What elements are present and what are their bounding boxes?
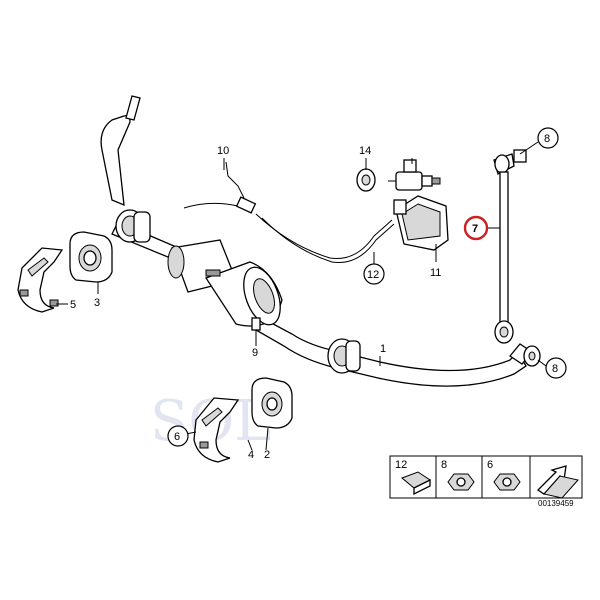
label-part-1: 1 [380,343,386,355]
valve-fitting [388,159,441,191]
circled-labels: 12 6 7 8 8 [167,127,567,447]
stabilizer-bar [100,95,533,387]
sensor-11 [393,195,449,251]
leader-lines [56,141,547,451]
label-part-2: 2 [264,449,270,461]
callout-8-bottom: 8 [545,357,567,379]
part-labels: 1 2 3 4 5 9 10 11 8 14 [70,145,441,461]
callout-6: 6 [167,425,189,447]
callout-7-highlighted: 7 [463,215,489,241]
svg-text:6: 6 [174,431,180,443]
arrow-icon [536,465,579,499]
label-part-3: 3 [94,297,100,309]
sensor-cable-10 [183,161,395,264]
label-part-4: 4 [248,449,254,461]
clamp-bracket-4 [193,397,240,463]
diagram-reference-number: 00139459 [538,499,574,508]
label-part-10: 10 [217,145,229,157]
svg-text:8: 8 [544,133,550,145]
svg-text:8: 8 [552,363,558,375]
bushing-block-2 [251,377,293,429]
clip-icon [401,471,431,496]
hex-nut-top [513,149,527,163]
label-part-9: 9 [252,347,258,359]
hex-nut-bottom [523,345,541,367]
svg-text:7: 7 [472,223,478,235]
svg-text:12: 12 [367,269,379,281]
legend-item-12: 12 [395,459,407,471]
label-part-11: 11 [430,267,441,279]
callout-8-top: 8 [537,127,559,149]
swivel-motor [167,239,283,331]
seal-ring-14 [356,168,376,192]
legend-item-8: 8 [441,459,447,471]
bar-bushing-left [115,209,151,243]
label-part-5: 5 [70,299,76,311]
collar-nut-icon [447,473,475,491]
bar-bushing-right [327,338,361,374]
legend-box: 12 8 6 [389,455,583,499]
bushing-block-3 [69,231,113,283]
hex-nut-icon [493,473,521,491]
legend-item-6: 6 [487,459,493,471]
callout-12: 12 [363,263,385,285]
clamp-bracket-5 [17,247,64,313]
stabilizer-link-7 [493,153,515,344]
label-part-14: 14 [359,145,371,157]
